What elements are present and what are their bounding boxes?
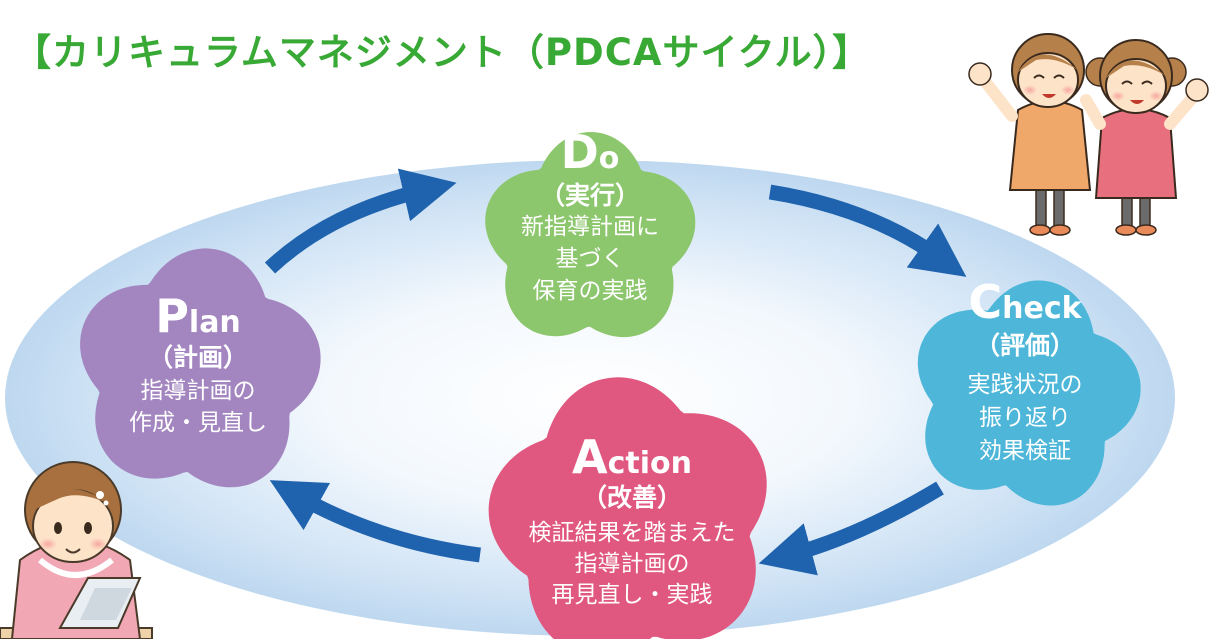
do-heading: Do — [561, 125, 620, 179]
cycle-arrows — [264, 168, 967, 576]
do-description-line: 基づく — [556, 246, 625, 272]
do-label: （実行） — [540, 181, 640, 210]
arrow-do-to-check — [768, 184, 967, 277]
check-flower-shape — [917, 280, 1141, 506]
action-heading-rest: ction — [608, 446, 692, 481]
teacher-with-laptop-illustration — [0, 461, 153, 639]
check-heading-rest: heck — [1002, 291, 1082, 326]
check-heading: Check — [968, 275, 1082, 329]
do-heading-rest: o — [599, 141, 620, 176]
action-description-line: 検証結果を踏まえた — [529, 520, 736, 546]
action-flower-shape — [488, 377, 767, 639]
plan-description-line: 指導計画の — [141, 378, 256, 404]
action-description-line: 再見直し・実践 — [552, 582, 713, 608]
check-label: （評価） — [975, 331, 1075, 360]
action-heading: Action — [572, 430, 692, 484]
plan-heading: Plan — [155, 289, 241, 343]
do-description-line: 新指導計画に — [521, 214, 659, 240]
check-heading-initial: C — [968, 275, 1002, 329]
plan-heading-rest: lan — [189, 305, 241, 340]
plan-heading-initial: P — [155, 289, 189, 343]
arrow-action-to-plan — [269, 480, 481, 563]
do-flower-shape — [485, 132, 696, 338]
action-label: （改善） — [582, 483, 682, 512]
plan-label: （計画） — [148, 343, 248, 372]
do-heading-initial: D — [561, 125, 599, 179]
do-description-line: 保育の実践 — [533, 278, 648, 304]
plan-flower-shape — [80, 248, 321, 488]
waving-girls-illustration — [968, 33, 1209, 236]
page-title: 【カリキュラムマネジメント（PDCAサイクル）】 — [14, 31, 871, 74]
arrow-check-to-action — [758, 481, 944, 576]
check-description-line: 振り返り — [979, 405, 1071, 431]
plan-description-line: 作成・見直し — [129, 410, 267, 436]
action-heading-initial: A — [572, 430, 608, 484]
check-description-line: 実践状況の — [968, 372, 1083, 398]
action-description-line: 指導計画の — [575, 551, 690, 577]
arrow-plan-to-do — [264, 168, 457, 274]
check-description-line: 効果検証 — [979, 438, 1071, 464]
